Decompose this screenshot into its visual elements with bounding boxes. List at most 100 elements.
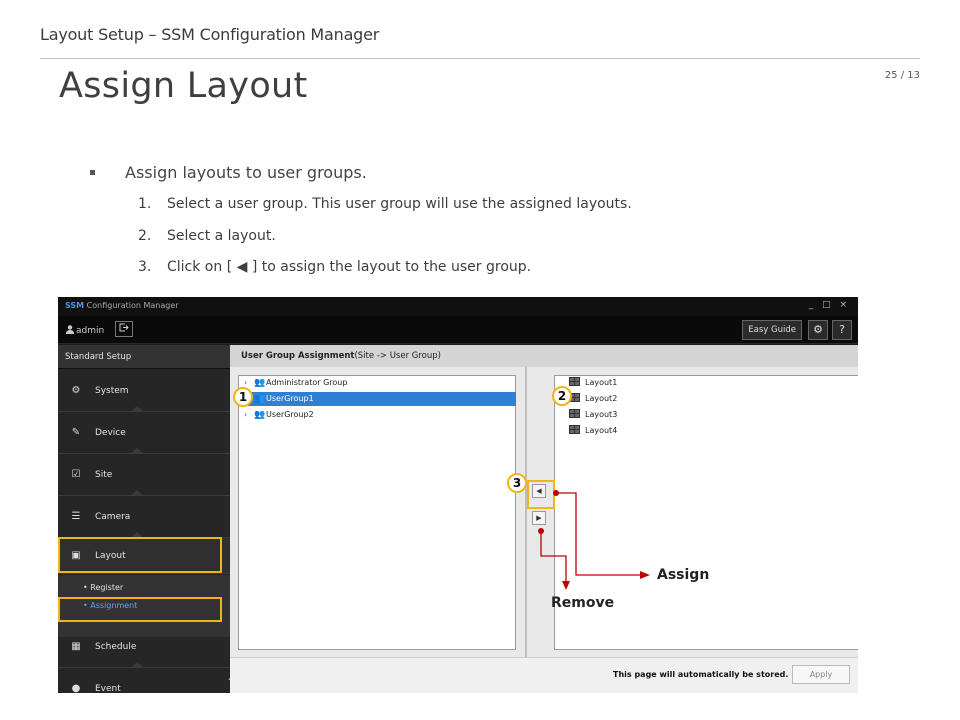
app-titlebar: SSM Configuration Manager _ □ × <box>58 297 858 316</box>
remove-callout-label: Remove <box>551 595 615 611</box>
user-icon <box>66 325 74 334</box>
sidebar-item-label: Schedule <box>95 641 137 652</box>
layout-grid-icon <box>569 409 580 418</box>
content-header-subtitle: (Site -> User Group) <box>354 351 441 361</box>
camera-icon: ☰ <box>71 510 81 522</box>
step-number: 3. <box>138 259 152 275</box>
sidebar-item-label: Camera <box>95 511 131 522</box>
layout-item[interactable]: Layout1 <box>569 376 617 390</box>
layout-item-label: Layout1 <box>585 378 618 387</box>
assign-arrow-button[interactable]: ◀ <box>532 484 546 498</box>
sidebar-item-label: System <box>95 385 129 396</box>
assignment-highlight-box <box>58 597 222 622</box>
step-text: Select a layout. <box>167 228 276 244</box>
site-icon: ☑ <box>71 468 81 480</box>
user-info: admin <box>66 324 104 336</box>
bullet-square-icon <box>90 170 95 175</box>
easy-guide-button[interactable]: Easy Guide <box>742 320 802 340</box>
logout-icon <box>119 323 129 332</box>
step-badge-2: 2 <box>552 386 572 406</box>
step-badge-3: 3 <box>507 473 527 493</box>
layout-item[interactable]: Layout2 <box>569 392 617 406</box>
layout-item[interactable]: Layout3 <box>569 408 617 422</box>
content-header-right <box>526 345 858 367</box>
header-divider <box>40 58 920 59</box>
separator-notch <box>130 448 144 454</box>
autosave-note: This page will automatically be stored. <box>613 670 789 679</box>
username: admin <box>76 326 105 336</box>
tree-item-administrator-group[interactable]: › 👥Administrator Group <box>244 376 516 390</box>
sidebar-item-label: Event <box>95 683 121 694</box>
logout-button[interactable] <box>115 321 133 337</box>
app-toolbar: admin Easy Guide ⚙ ? <box>58 316 858 344</box>
expand-chevron-icon[interactable]: › <box>244 410 248 419</box>
step-number: 2. <box>138 228 152 244</box>
sidebar-header: Standard Setup <box>58 345 230 369</box>
layout-item-label: Layout2 <box>585 394 618 403</box>
help-button[interactable]: ? <box>832 320 852 340</box>
layout-item-label: Layout3 <box>585 410 618 419</box>
layout-grid-icon <box>569 377 580 386</box>
system-icon: ⚙ <box>71 384 81 396</box>
step-text: Select a user group. This user group wil… <box>167 196 632 212</box>
sidebar: Standard Setup ⚙ System ✎ Device ☑ Site … <box>58 345 233 694</box>
app-title: SSM Configuration Manager <box>65 301 179 310</box>
layout-list: Layout1 Layout2 Layout3 Layout4 <box>554 375 858 650</box>
sidebar-item-label: Layout <box>95 550 126 561</box>
sidebar-item-device[interactable]: ✎ Device <box>58 412 230 454</box>
step-text: Click on [ ◀ ] to assign the layout to t… <box>167 259 532 275</box>
page-number: 25 / 13 <box>884 70 920 81</box>
content-footer: This page will automatically be stored. … <box>230 657 858 693</box>
layout-icon: ▣ <box>71 549 81 561</box>
separator-notch <box>130 662 144 668</box>
tree-item-label: Administrator Group <box>266 378 348 387</box>
sidebar-item-schedule[interactable]: ▦ Schedule <box>58 626 230 668</box>
sidebar-item-site[interactable]: ☑ Site <box>58 454 230 496</box>
layout-grid-icon <box>569 393 580 402</box>
step-item: 2. Select a layout. <box>138 228 276 244</box>
app-title-text: Configuration Manager <box>84 301 179 310</box>
device-icon: ✎ <box>71 426 81 438</box>
remove-callout-arrow <box>538 528 570 590</box>
submenu-item-assignment[interactable]: • Assignment <box>83 601 138 610</box>
tree-item-usergroup2[interactable]: ›👥UserGroup2 <box>244 408 516 422</box>
layout-grid-icon <box>569 425 580 434</box>
event-icon: ● <box>71 682 81 694</box>
step-badge-1: 1 <box>233 387 253 407</box>
sidebar-item-event[interactable]: ● Event <box>58 668 230 694</box>
sidebar-item-system[interactable]: ⚙ System <box>58 370 230 412</box>
expand-chevron-icon[interactable]: › <box>244 378 248 387</box>
remove-arrow-button[interactable]: ▶ <box>532 511 546 525</box>
schedule-icon: ▦ <box>71 640 81 652</box>
window-controls[interactable]: _ □ × <box>808 300 850 310</box>
assign-callout-arrow <box>553 490 650 579</box>
user-group-icon: 👥 <box>254 378 266 388</box>
content-header-title: User Group Assignment <box>241 351 355 361</box>
main-content: User Group Assignment(Site -> User Group… <box>230 345 858 693</box>
separator-notch <box>130 532 144 538</box>
settings-gear-icon[interactable]: ⚙ <box>808 320 828 340</box>
bullet-text: Assign layouts to user groups. <box>125 163 367 182</box>
user-group-tree: › 👥Administrator Group › 👥UserGroup1 ›👥Use… <box>238 375 516 650</box>
slide-header: Layout Setup – SSM Configuration Manager <box>40 25 380 44</box>
step-item: 3. Click on [ ◀ ] to assign the layout to… <box>138 259 531 275</box>
apply-button[interactable]: Apply <box>792 665 850 684</box>
tree-item-label: UserGroup2 <box>266 410 314 419</box>
sidebar-item-label: Device <box>95 427 126 438</box>
sidebar-item-layout[interactable]: ▣ Layout <box>58 538 230 574</box>
panel-splitter[interactable] <box>525 367 527 693</box>
separator-notch <box>130 490 144 496</box>
layout-highlight-box <box>58 537 222 573</box>
sidebar-item-label: Site <box>95 469 113 480</box>
app-brand: SSM <box>65 301 85 310</box>
layout-item[interactable]: Layout4 <box>569 424 617 438</box>
slide-title: Assign Layout <box>59 66 308 106</box>
submenu-item-register[interactable]: • Register <box>83 583 124 592</box>
step-item: 1.Select a user group. This user group w… <box>138 196 632 212</box>
app-screenshot: SSM Configuration Manager _ □ × admin Ea… <box>58 297 858 693</box>
layout-item-label: Layout4 <box>585 426 618 435</box>
tree-item-label: UserGroup1 <box>266 394 314 403</box>
content-header: User Group Assignment(Site -> User Group… <box>230 345 526 367</box>
